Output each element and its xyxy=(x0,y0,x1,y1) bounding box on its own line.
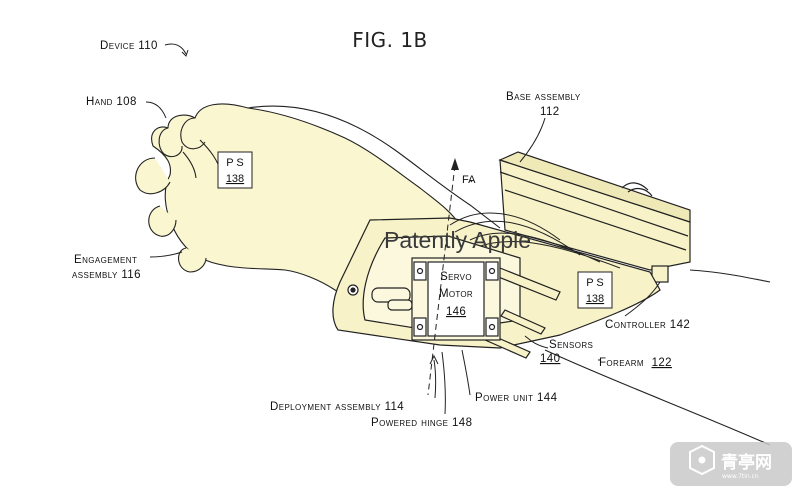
label-engagement-line1: Engagement xyxy=(74,254,137,266)
actuator-pin-2 xyxy=(387,299,413,311)
leader-hand xyxy=(145,101,167,119)
finger-4 xyxy=(148,205,177,237)
forearm-lower-edge xyxy=(544,349,771,446)
servo-screw-bl xyxy=(416,323,424,331)
corner-logo-bg xyxy=(670,442,792,486)
label-servo-line1: Servo xyxy=(440,271,472,283)
watermark-text: Patently Apple xyxy=(384,227,531,253)
hexagon-logo-dot xyxy=(698,456,706,464)
leader-fa xyxy=(469,179,473,183)
ps-box-forearm-frame xyxy=(577,271,613,309)
force-axis-arrow xyxy=(451,158,459,170)
ps-box-hand-frame xyxy=(217,151,253,189)
logo-text: 青亭网 xyxy=(721,452,772,473)
corner-logo: 青亭网 www.7tin.cn xyxy=(670,442,792,486)
finger-5 xyxy=(178,247,207,273)
logo-subtext: www.7tin.cn xyxy=(722,473,759,480)
servo-screw-tr xyxy=(488,267,496,275)
leader-base xyxy=(519,117,546,163)
force-axis xyxy=(427,158,459,396)
label-hand: Hand 108 xyxy=(86,96,137,108)
leader-power-unit xyxy=(461,349,471,396)
leader-controller xyxy=(624,281,661,317)
forearm-upper-edge xyxy=(247,105,501,229)
leader-deployment xyxy=(433,359,437,399)
label-sensors-line1: Sensors xyxy=(549,339,593,351)
servo-body xyxy=(427,261,485,337)
strap-bundle xyxy=(449,212,621,269)
label-power-unit: Power unit 144 xyxy=(475,392,558,404)
forearm-right-edge xyxy=(689,269,771,283)
ps-box-hand: P S 138 xyxy=(217,151,253,189)
label-base-line2: 112 xyxy=(540,106,560,118)
leader-lines xyxy=(145,43,661,415)
leader-sensors xyxy=(524,335,549,349)
hinge-pin-center xyxy=(350,287,356,293)
base-assembly-top xyxy=(498,151,691,223)
servo-screw-tl xyxy=(416,267,424,275)
slanted-bar-3 xyxy=(500,309,546,335)
ps-box-forearm-number: 138 xyxy=(586,293,604,305)
label-servo-line3: 146 xyxy=(446,306,466,318)
label-device: Device 110 xyxy=(100,40,158,52)
label-forearm-text: Forearm xyxy=(599,357,644,369)
hexagon-logo-icon xyxy=(689,444,715,476)
ps-box-forearm-label: P S xyxy=(586,277,604,289)
leader-deployment-arrow xyxy=(429,354,439,365)
base-assembly-edge-2 xyxy=(504,189,687,251)
leader-device xyxy=(164,43,187,55)
label-forearm: Forearm 122 xyxy=(599,357,672,369)
finger-1 xyxy=(180,117,206,150)
knuckle-crease-2 xyxy=(182,151,197,179)
label-deployment: Deployment assembly 114 xyxy=(270,401,404,413)
label-fa: FA xyxy=(462,174,476,186)
label-controller: Controller 142 xyxy=(605,319,690,331)
label-servo-line2: Motor xyxy=(439,288,473,300)
leader-engagement xyxy=(149,251,183,258)
strap-end xyxy=(621,182,653,197)
label-sensors-line2: 140 xyxy=(540,353,560,365)
force-axis-line xyxy=(427,164,456,396)
ps-box-hand-number: 138 xyxy=(226,173,244,185)
finger-2 xyxy=(158,127,183,158)
label-forearm-number: 122 xyxy=(652,357,672,369)
servo-screw-br xyxy=(488,323,496,331)
leader-hinge xyxy=(441,351,446,415)
ps-box-hand-label: P S xyxy=(226,157,244,169)
base-assembly-edge xyxy=(499,171,689,237)
label-powered-hinge: Powered hinge 148 xyxy=(371,417,472,429)
label-engagement-line2: assembly 116 xyxy=(72,269,141,281)
ps-box-forearm: P S 138 xyxy=(577,271,613,309)
servo-motor xyxy=(411,257,501,341)
finger-3 xyxy=(135,157,171,195)
label-base-line1: Base assembly xyxy=(506,91,581,103)
leader-device-arrow xyxy=(181,49,189,57)
base-assembly xyxy=(498,151,691,283)
figure-title: FIG. 1B xyxy=(352,28,428,52)
